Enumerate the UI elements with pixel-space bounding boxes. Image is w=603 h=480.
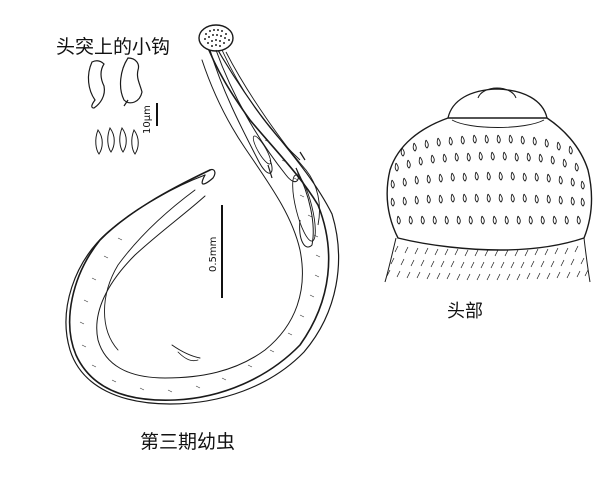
hook-scale-label: 10μm xyxy=(142,105,153,134)
head-hook-rows xyxy=(390,134,585,225)
neck-spines xyxy=(386,245,589,281)
body-stippling xyxy=(79,139,321,393)
hooks-caption: 头突上的小钩 xyxy=(56,36,171,58)
head-detail xyxy=(384,87,593,283)
larva-scale-label: 0.5mm xyxy=(208,237,219,272)
hook-drawings xyxy=(87,57,143,109)
larva-caption: 第三期幼虫 xyxy=(140,431,236,453)
larva-scale-bar: 0.5mm xyxy=(208,205,223,298)
hook-spines xyxy=(95,126,139,155)
larva-body xyxy=(65,39,340,405)
hook-scale-bar: 10μm xyxy=(142,103,158,134)
head-caption: 头部 xyxy=(447,301,483,322)
larva-head xyxy=(198,24,320,248)
